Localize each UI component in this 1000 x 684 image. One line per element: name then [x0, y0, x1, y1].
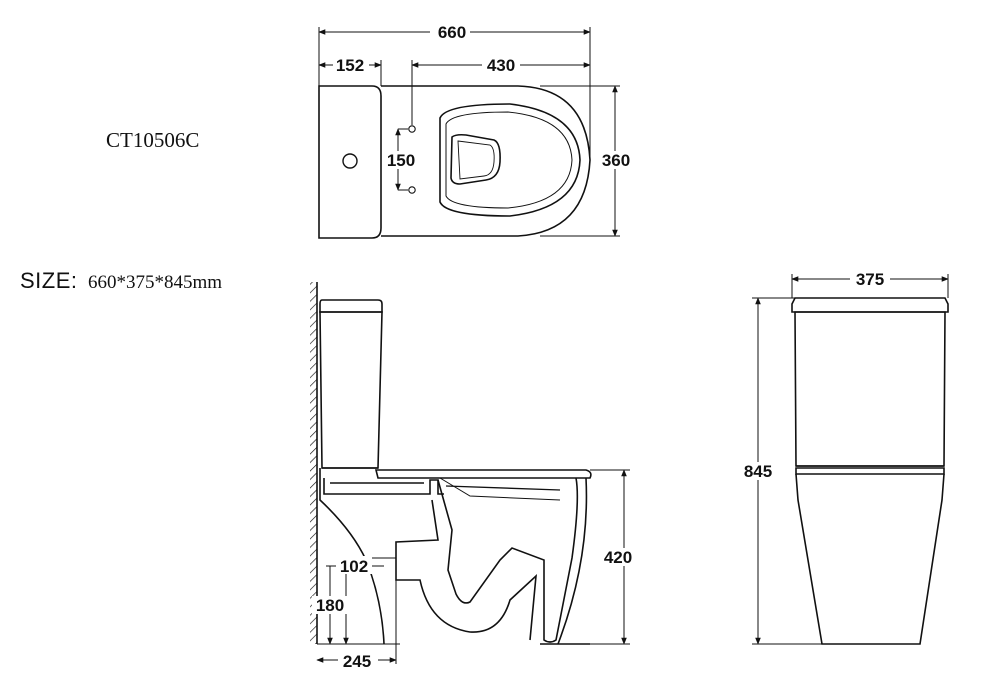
size-value: 660*375*845mm — [88, 272, 223, 293]
dim-seat-height: 420 — [604, 548, 632, 567]
dim-outlet-height: 180 — [316, 596, 344, 615]
dim-fixing-spacing: 150 — [387, 151, 415, 170]
front-view-body — [795, 473, 945, 645]
dim-top-width: 360 — [602, 151, 630, 170]
front-view — [791, 297, 949, 645]
dim-outlet-offset: 102 — [340, 557, 368, 576]
top-view-seat — [439, 103, 581, 217]
top-view-bowl-opening — [450, 133, 501, 185]
front-view-tank — [794, 311, 946, 467]
top-view-tank — [318, 85, 382, 239]
top-view-dimensions — [318, 27, 620, 237]
dim-tank-depth: 152 — [336, 56, 364, 75]
side-view-seat — [374, 469, 592, 479]
side-view-tank-lid — [319, 299, 383, 313]
fixing-hole-top — [408, 125, 416, 133]
wall-hatch — [310, 282, 317, 644]
flush-button-icon — [342, 153, 358, 169]
top-view-seat-inner — [445, 111, 573, 209]
model-number: CT10506C — [106, 128, 200, 152]
dim-total-height: 845 — [744, 462, 772, 481]
side-view — [310, 282, 592, 645]
side-view-tank — [319, 311, 383, 469]
front-view-dimensions — [752, 274, 949, 645]
front-view-lid — [791, 297, 949, 313]
flush-channel — [323, 478, 444, 495]
dim-outlet-to-wall: 245 — [343, 652, 371, 671]
top-view — [318, 85, 591, 239]
dim-bowl-length: 430 — [487, 56, 515, 75]
bowl-trapway — [437, 477, 579, 643]
fixing-hole-bottom — [408, 186, 416, 194]
dim-top-length: 660 — [438, 23, 466, 42]
dim-front-width: 375 — [856, 270, 884, 289]
size-label: SIZE: — [20, 268, 78, 293]
front-view-seat — [795, 467, 945, 475]
